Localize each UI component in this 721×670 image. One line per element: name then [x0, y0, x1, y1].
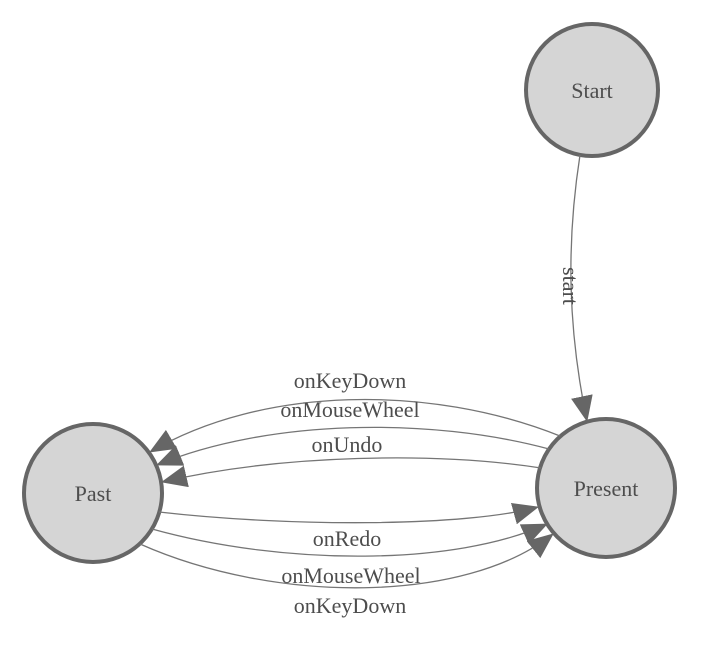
- edge-past-to-present-onkeydown: [139, 533, 554, 589]
- state-node-label-past: Past: [75, 481, 112, 506]
- edge-labels-layer: start onKeyDown onMouseWheel onUndo onRedo on…: [280, 267, 583, 618]
- edge-present-to-past-onmousewheel: [156, 426, 550, 466]
- edge-present-to-past-onundo: [161, 457, 542, 488]
- edge-label-start-to-present-start: start: [558, 267, 583, 305]
- edge-past-to-present-onredo: [158, 502, 539, 525]
- edge-label-past-to-present-onkeydown: onKeyDown: [294, 593, 406, 618]
- edge-label-present-to-past-onundo: onUndo: [312, 432, 383, 457]
- edge-past-to-present-onmousewheel: [151, 523, 548, 557]
- edge-start-to-present-start: [570, 154, 593, 422]
- state-node-label-present: Present: [574, 476, 639, 501]
- edge-label-past-to-present-onredo: onRedo: [313, 526, 381, 551]
- state-node-present: [535, 417, 677, 559]
- edges-layer: [139, 154, 593, 589]
- edge-label-past-to-present-onmousewheel: onMouseWheel: [281, 563, 420, 588]
- edge-present-to-past-onkeydown: [149, 398, 561, 453]
- edge-label-present-to-past-onmousewheel: onMouseWheel: [280, 397, 419, 422]
- state-node-past: [22, 422, 164, 564]
- state-node-label-start: Start: [571, 78, 613, 103]
- state-node-start: [524, 22, 660, 158]
- edge-label-present-to-past-onkeydown: onKeyDown: [294, 368, 406, 393]
